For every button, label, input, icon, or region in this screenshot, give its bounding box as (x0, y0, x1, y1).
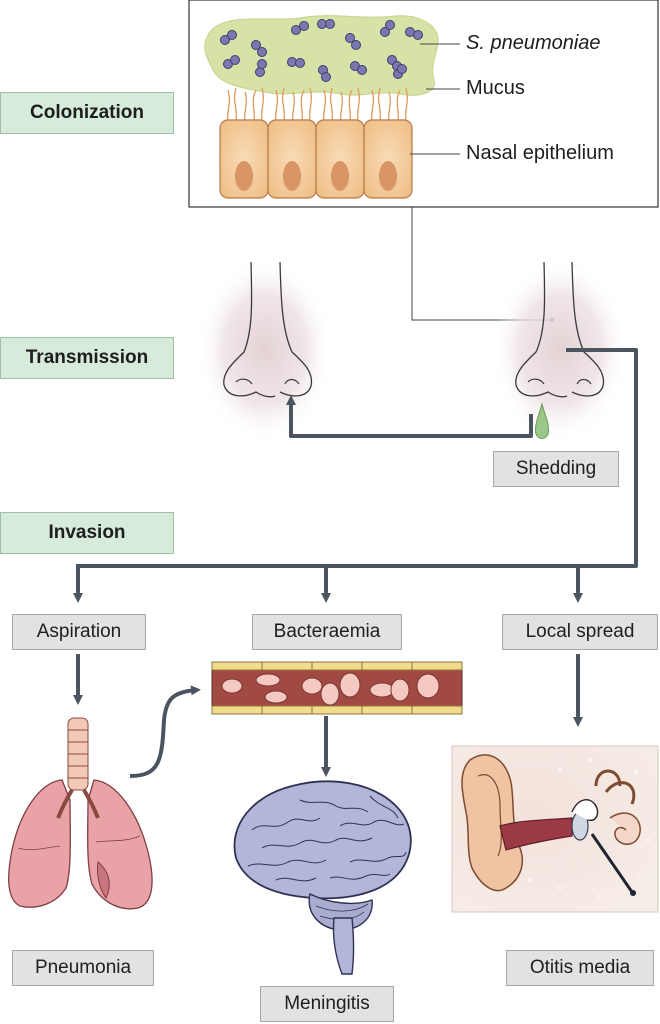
label-s-pneumoniae: S. pneumoniae (466, 32, 601, 54)
route-aspiration: Aspiration (12, 614, 146, 650)
stage-invasion: Invasion (0, 512, 174, 554)
brain-illustration (233, 780, 412, 975)
outcome-otitis-media-text: Otitis media (529, 957, 631, 978)
stage-invasion-text: Invasion (48, 522, 126, 543)
stage-colonization: Colonization (0, 92, 174, 134)
route-shedding: Shedding (493, 451, 619, 487)
epithelial-cells (219, 119, 413, 199)
route-bacteraemia-text: Bacteraemia (273, 621, 381, 642)
stage-transmission: Transmission (0, 337, 174, 379)
invasion-arrow-trunk (78, 348, 638, 568)
inset-leader-lines (410, 43, 460, 155)
arrow-lungs-to-blood (129, 685, 201, 778)
route-bacteraemia: Bacteraemia (252, 614, 402, 650)
outcome-pneumonia: Pneumonia (12, 950, 154, 986)
outcome-pneumonia-text: Pneumonia (34, 957, 132, 978)
lungs-illustration (8, 717, 153, 910)
route-shedding-text: Shedding (515, 458, 597, 479)
ear-illustration (451, 745, 659, 913)
blood-vessel (211, 661, 463, 715)
route-local-spread-text: Local spread (525, 621, 635, 642)
label-mucus: Mucus (466, 77, 525, 99)
flow-arrows (73, 348, 638, 778)
route-local-spread: Local spread (502, 614, 658, 650)
outcome-meningitis-text: Meningitis (284, 993, 370, 1014)
recipient-nose (197, 258, 333, 442)
bacteria (220, 19, 423, 82)
outcome-meningitis: Meningitis (260, 986, 394, 1022)
label-nasal-epithelium: Nasal epithelium (466, 142, 614, 164)
route-aspiration-text: Aspiration (36, 621, 122, 642)
carrier-nose (492, 258, 628, 442)
colonization-inset (188, 0, 659, 208)
stage-transmission-text: Transmission (25, 347, 149, 368)
mucus-droplet (535, 402, 549, 439)
outcome-otitis-media: Otitis media (506, 950, 654, 986)
transmission-arrow (286, 395, 533, 438)
stage-colonization-text: Colonization (30, 102, 144, 123)
